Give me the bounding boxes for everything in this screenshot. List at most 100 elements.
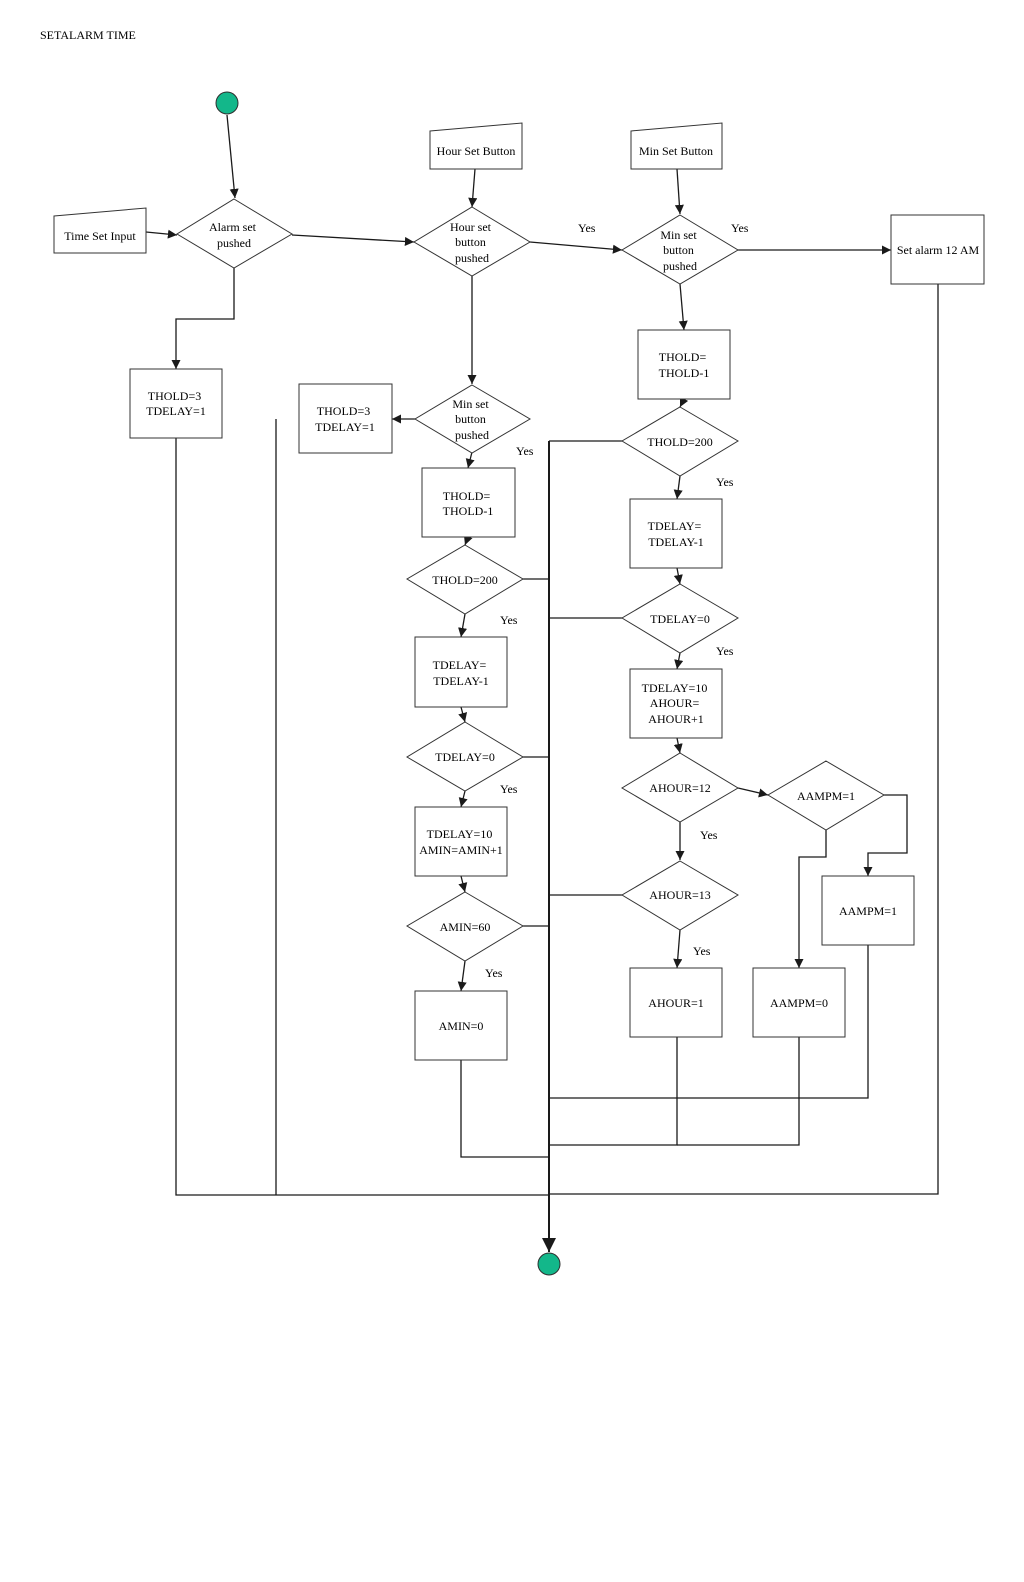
edge-r3 [673, 567, 683, 585]
edge-aampm-no [794, 830, 827, 968]
svg-text:Hour set button pu: Hour set button pushed [450, 220, 494, 265]
min-set-button-input: Min Set Button [630, 122, 723, 170]
svg-text:Hour Set Button: Hour Set Button [437, 144, 516, 158]
svg-text:TDELAY=0: TDELAY=0 [650, 612, 710, 626]
edge-min-button-to-min-pushed [674, 168, 684, 215]
svg-text:Alarm set pushed: Alarm set pushed [209, 220, 259, 250]
svg-text:TDELAY= TDELAY-1: TDELAY= TDELAY-1 [648, 519, 705, 549]
svg-text:Min set button pus: Min set button pushed [452, 397, 491, 442]
edge-m5 [458, 875, 468, 893]
svg-text:THOLD=3 TDELAY=1: THOLD=3 TDELAY=1 [146, 389, 206, 418]
time-set-input: Time Set Input [53, 207, 147, 254]
min-set-button-pushed-decision-mid: Min set button pushed [414, 384, 531, 454]
edge-alarm-set-to-thold-left [171, 268, 235, 369]
svg-text:TDELAY= TDELAY-1: TDELAY= TDELAY-1 [433, 658, 490, 688]
hour-set-button-input: Hour Set Button [429, 122, 523, 170]
aampm-is-1-decision: AAMPM=1 [767, 760, 885, 831]
label-min-pushed-yes: Yes [731, 221, 749, 235]
edge-time-input-to-alarm-set [145, 229, 178, 239]
edge-return-aampm1 [549, 945, 869, 1099]
svg-text:THOLD= THOLD-1: THOLD= THOLD-1 [443, 489, 494, 518]
thold3-tdelay1-box-left: THOLD=3 TDELAY=1 [129, 368, 223, 439]
svg-text:TDELAY=10 AMIN=AMIN+1: TDELAY=10 AMIN=AMIN+1 [419, 827, 503, 857]
label-ahour-12-yes: Yes [700, 828, 718, 842]
page-title: SETALARM TIME [40, 28, 136, 42]
svg-text:THOLD=3 TDELAY=1: THOLD=3 TDELAY=1 [315, 404, 375, 434]
svg-text:AAMPM=1: AAMPM=1 [797, 789, 855, 803]
edge-r5 [673, 737, 683, 754]
edge-r4 [674, 652, 684, 670]
edge-alarm-set-to-hour-pushed [291, 234, 415, 247]
edge-m4 [458, 790, 468, 808]
edge-ahour12-to-aampm [737, 787, 769, 798]
edge-labels: Yes Yes Yes Yes Yes Yes Yes Yes Yes Yes [485, 221, 749, 980]
edge-m3 [458, 706, 468, 723]
svg-text:AMIN=60: AMIN=60 [440, 920, 491, 934]
edge-min-pushed-to-thold-dec [678, 283, 688, 331]
ahour-12-decision: AHOUR=12 [621, 752, 739, 823]
min-set-button-pushed-decision-top: Min set button pushed [621, 214, 739, 285]
label-hour-pushed-yes: Yes [578, 221, 596, 235]
min-thold-200-decision: THOLD=200 [406, 544, 524, 615]
ahour-13-decision: AHOUR=13 [621, 860, 739, 931]
label-hour-thold-200-yes: Yes [716, 475, 734, 489]
edge-return-aampm0 [677, 1037, 800, 1146]
svg-text:AAMPM=1: AAMPM=1 [839, 904, 897, 918]
edge-set12-return [549, 284, 939, 1195]
svg-text:Time Set Input: Time Set Input [64, 229, 136, 243]
svg-text:Min set button pus: Min set button pushed [660, 228, 699, 273]
svg-text:AHOUR=1: AHOUR=1 [648, 996, 703, 1010]
edge-start-to-alarm-set [226, 114, 239, 199]
hour-thold-200-decision: THOLD=200 [621, 406, 739, 477]
aampm-set-1-box: AAMPM=1 [821, 875, 915, 946]
min-tdelay-dec-box: TDELAY= TDELAY-1 [414, 636, 508, 708]
end-terminal [537, 1252, 561, 1276]
amin-60-decision: AMIN=60 [406, 891, 524, 962]
amin-0-box: AMIN=0 [414, 990, 508, 1061]
label-hour-tdelay-0-yes: Yes [716, 644, 734, 658]
edge-min-mid-yes [465, 451, 475, 469]
ahour-1-box: AHOUR=1 [629, 967, 723, 1038]
min-tdelay-0-decision: TDELAY=0 [406, 721, 524, 792]
hour-tdelay-0-decision: TDELAY=0 [621, 583, 739, 654]
label-min-thold-200-yes: Yes [500, 613, 518, 627]
svg-text:AAMPM=0: AAMPM=0 [770, 996, 828, 1010]
label-amin-60-yes: Yes [485, 966, 503, 980]
label-min-mid-yes: Yes [516, 444, 534, 458]
hour-tdelay-dec-box: TDELAY= TDELAY-1 [629, 498, 723, 569]
svg-text:AHOUR=13: AHOUR=13 [649, 888, 710, 902]
label-ahour-13-yes: Yes [693, 944, 711, 958]
svg-text:THOLD=200: THOLD=200 [432, 573, 497, 587]
svg-text:TDELAY=10 AHOUR= A: TDELAY=10 AHOUR= AHOUR+1 [642, 681, 711, 726]
thold3-tdelay1-box-mid: THOLD=3 TDELAY=1 [298, 383, 393, 454]
svg-text:THOLD= THOLD-1: THOLD= THOLD-1 [659, 350, 710, 380]
min-tdelay-reset-box: TDELAY=10 AMIN=AMIN+1 [414, 806, 508, 877]
svg-text:THOLD=200: THOLD=200 [647, 435, 712, 449]
hour-tdelay-reset-box: TDELAY=10 AHOUR= AHOUR+1 [629, 668, 723, 739]
edge-r1 [679, 396, 689, 408]
hour-thold-dec-box: THOLD= THOLD-1 [637, 329, 731, 400]
edge-m2 [458, 613, 468, 638]
label-min-tdelay-0-yes: Yes [500, 782, 518, 796]
edge-return-amin0 [460, 1060, 549, 1158]
svg-text:TDELAY=0: TDELAY=0 [435, 750, 495, 764]
edge-hour-button-to-hour-pushed [468, 168, 478, 208]
edge-return-ahour1 [549, 1037, 678, 1146]
start-terminal [215, 91, 239, 115]
set-alarm-12am-box: Set alarm 12 AM [890, 214, 985, 285]
svg-text:AHOUR=12: AHOUR=12 [649, 781, 710, 795]
edge-aampm-yes [863, 794, 908, 876]
svg-text:Set alarm 12 AM: Set alarm 12 AM [897, 243, 980, 257]
edge-m6 [457, 960, 467, 992]
svg-text:Min Set Button: Min Set Button [639, 144, 713, 158]
aampm-set-0-box: AAMPM=0 [752, 967, 846, 1038]
edge-m1 [463, 534, 473, 546]
hour-set-button-pushed-decision: Hour set button pushed [413, 206, 531, 277]
edge-r2 [673, 475, 683, 500]
edge-left-return [175, 438, 549, 1196]
edge-ahour13-yes [673, 929, 683, 969]
connectors [145, 114, 939, 1252]
svg-text:AMIN=0: AMIN=0 [439, 1019, 484, 1033]
min-thold-dec-box: THOLD= THOLD-1 [421, 467, 516, 538]
